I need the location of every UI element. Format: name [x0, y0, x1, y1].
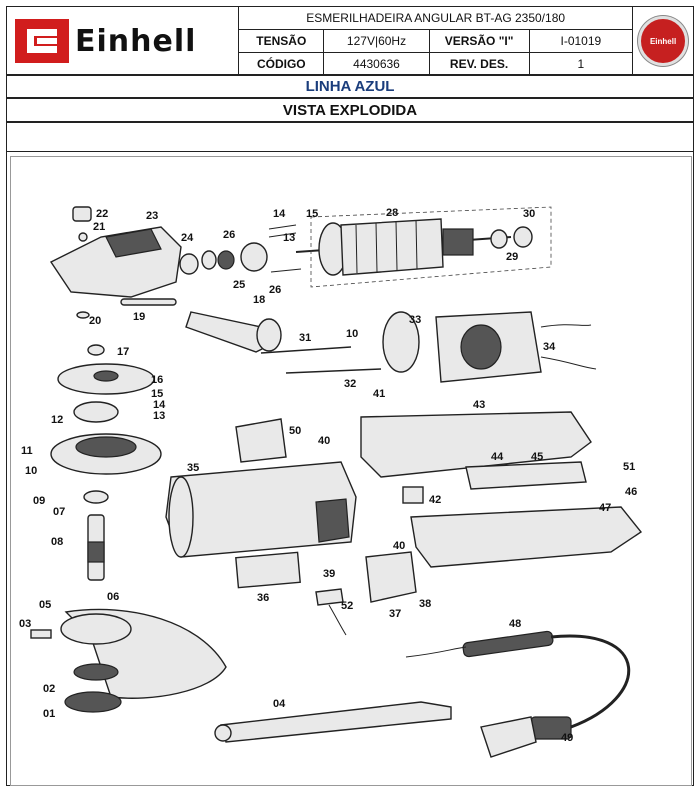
part-number: 07 — [53, 506, 65, 518]
codigo-label: CÓDIGO — [238, 52, 325, 76]
side-handle-drawing — [185, 311, 282, 353]
header-table: Einhell ESMERILHADEIRA ANGULAR BT-AG 235… — [5, 6, 694, 76]
part-number: 22 — [96, 208, 108, 220]
seal-cell: Einhell — [632, 6, 694, 76]
part-number: 52 — [341, 600, 353, 612]
part-number: 36 — [257, 592, 269, 604]
part-number: 21 — [93, 221, 105, 233]
motor-housing-drawing — [165, 418, 357, 589]
part-number: 37 — [389, 608, 401, 620]
stator-drawing — [260, 311, 597, 383]
part-number: 16 — [151, 374, 163, 386]
part-number: 26 — [269, 284, 281, 296]
part-number: 47 — [599, 502, 611, 514]
part-number: 05 — [39, 599, 51, 611]
part-number: 30 — [523, 208, 535, 220]
quality-seal-icon: Einhell — [638, 16, 689, 66]
part-number: 51 — [623, 461, 635, 473]
part-number: 31 — [299, 332, 311, 344]
tensao-value: 127V|60Hz — [323, 29, 430, 53]
part-number: 13 — [153, 410, 165, 422]
part-number: 02 — [43, 683, 55, 695]
brand-name: Einhell — [75, 23, 197, 59]
part-number: 46 — [625, 486, 637, 498]
part-number: 03 — [19, 618, 31, 630]
part-number: 40 — [318, 435, 330, 447]
part-number: 14 — [273, 208, 286, 220]
bearing-parts-drawing — [179, 224, 302, 275]
part-number: 26 — [223, 229, 235, 241]
versao-label: VERSÃO "I" — [428, 29, 530, 53]
part-number: 17 — [117, 346, 129, 358]
seal-text: Einhell — [649, 36, 677, 46]
part-number: 32 — [344, 378, 356, 390]
revdes-value: 1 — [528, 52, 634, 76]
part-number: 50 — [289, 425, 301, 437]
tensao-label: TENSÃO — [238, 29, 325, 53]
part-number: 44 — [491, 451, 504, 463]
brand-logo-icon — [15, 19, 69, 63]
part-number: 13 — [283, 232, 295, 244]
part-number: 35 — [187, 462, 199, 474]
part-number: 20 — [89, 315, 101, 327]
part-number: 41 — [373, 388, 385, 400]
view-title: VISTA EXPLODIDA — [6, 98, 694, 122]
part-number: 04 — [273, 698, 286, 710]
part-number: 28 — [386, 207, 398, 219]
rear-handle-drawing — [360, 411, 643, 603]
part-number: 15 — [151, 388, 163, 400]
part-number: 40 — [393, 540, 405, 552]
part-number: 10 — [346, 328, 358, 340]
brand-logo: Einhell — [7, 8, 238, 74]
logo-cell: Einhell — [5, 6, 240, 76]
part-number: 39 — [323, 568, 335, 580]
revdes-label: REV. DES. — [428, 52, 530, 76]
part-number: 06 — [107, 591, 119, 603]
gear-head-drawing — [49, 206, 182, 319]
versao-value: I-01019 — [528, 29, 634, 53]
exploded-view-svg: 22 23 21 24 26 25 26 14 15 13 28 30 29 1… — [19, 206, 643, 758]
part-number: 24 — [181, 232, 194, 244]
part-number: 49 — [561, 732, 573, 744]
part-number: 12 — [51, 414, 63, 426]
part-number: 01 — [43, 708, 55, 720]
exploded-view-diagram: 22 23 21 24 26 25 26 14 15 13 28 30 29 1… — [10, 156, 692, 786]
part-number: 08 — [51, 536, 63, 548]
part-number: 18 — [253, 294, 265, 306]
gear-stack-drawing — [50, 344, 162, 581]
part-number: 14 — [153, 399, 166, 411]
part-number: 19 — [133, 311, 145, 323]
part-number: 11 — [21, 445, 33, 457]
part-number: 38 — [419, 598, 431, 610]
part-number: 10 — [25, 465, 37, 477]
part-number: 23 — [146, 210, 158, 222]
part-number: 29 — [506, 251, 518, 263]
part-number: 48 — [509, 618, 521, 630]
blank-row — [6, 122, 694, 152]
power-cable-drawing — [315, 588, 630, 758]
codigo-value: 4430636 — [323, 52, 430, 76]
part-number: 45 — [531, 451, 543, 463]
part-number: 42 — [429, 494, 441, 506]
armature-drawing — [295, 206, 552, 288]
product-title: ESMERILHADEIRA ANGULAR BT-AG 2350/180 — [238, 6, 634, 30]
part-number: 09 — [33, 495, 45, 507]
wheel-guard-drawing — [30, 608, 227, 713]
part-number: 43 — [473, 399, 485, 411]
part-number-labels: 22 23 21 24 26 25 26 14 15 13 28 30 29 1… — [19, 207, 637, 744]
part-number: 34 — [543, 341, 556, 353]
part-number: 15 — [306, 208, 318, 220]
part-number: 25 — [233, 279, 245, 291]
part-number: 33 — [409, 314, 421, 326]
spanner-drawing — [214, 701, 452, 743]
line-title: LINHA AZUL — [6, 74, 694, 98]
